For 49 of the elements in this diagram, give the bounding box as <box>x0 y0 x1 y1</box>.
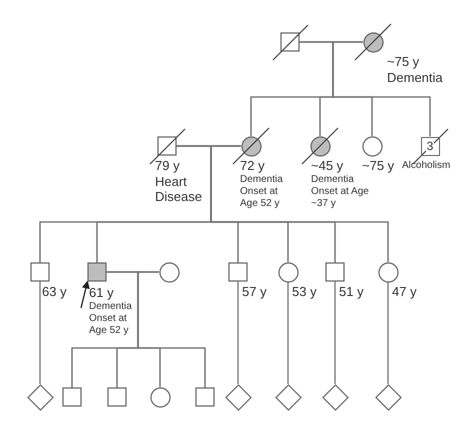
male-symbol <box>195 387 215 407</box>
male-symbol <box>280 32 300 52</box>
male-symbol <box>157 136 177 156</box>
male-symbol <box>107 387 127 407</box>
condition-note: Dementia Onset at Age 52 y <box>89 301 133 337</box>
female-symbol <box>378 262 398 282</box>
female-symbol <box>278 262 298 282</box>
male-symbol <box>30 262 50 282</box>
male-count-symbol: 3 <box>420 136 440 156</box>
pedigree-line <box>287 282 289 384</box>
annotation-text: 57 y <box>242 284 267 299</box>
annotation-text: 51 y <box>339 284 364 299</box>
annotation-text: 47 y <box>392 284 417 299</box>
affected-female-symbol <box>362 32 384 52</box>
pedigree-line <box>210 145 389 262</box>
annotation-text: ~45 y <box>311 158 344 173</box>
unknown-sex-symbol <box>374 384 402 410</box>
proband-arrow <box>80 280 90 308</box>
annotation-text: 79 y <box>155 158 180 173</box>
annotation-text: 53 y <box>292 284 317 299</box>
annotation-text: 72 y <box>240 158 265 173</box>
affected-female-symbol <box>240 136 262 156</box>
unknown-sex-symbol <box>224 384 252 410</box>
female-symbol <box>362 136 382 156</box>
affected-female-symbol <box>310 136 330 156</box>
pedigree-line <box>334 282 336 384</box>
unknown-sex-symbol <box>274 384 302 410</box>
annotation-text: ~75 y <box>362 158 394 173</box>
condition-note: Dementia <box>387 70 443 85</box>
male-symbol <box>62 387 82 407</box>
pedigree-line <box>237 282 239 384</box>
pedigree-line <box>387 282 389 384</box>
condition-note: Dementia Onset at Age 52 y <box>240 174 284 210</box>
annotation-text: 63 y <box>42 284 67 299</box>
unknown-sex-symbol <box>26 384 54 410</box>
male-symbol <box>325 262 345 282</box>
pedigree-line <box>332 41 431 136</box>
annotation-text: 61 y <box>89 285 114 300</box>
pedigree-line <box>137 271 206 388</box>
condition-note: Heart Disease <box>155 174 203 204</box>
pedigree-line <box>39 282 41 384</box>
annotation-text: ~75 y <box>387 54 420 69</box>
annotation-text: Alcoholism <box>402 160 450 172</box>
male-symbol <box>228 262 248 282</box>
affected-male-symbol <box>87 262 107 282</box>
unknown-sex-symbol <box>322 384 348 410</box>
condition-note: Dementia Onset at Age ~37 y <box>311 174 370 210</box>
female-symbol <box>158 262 180 282</box>
female-symbol <box>150 386 170 408</box>
